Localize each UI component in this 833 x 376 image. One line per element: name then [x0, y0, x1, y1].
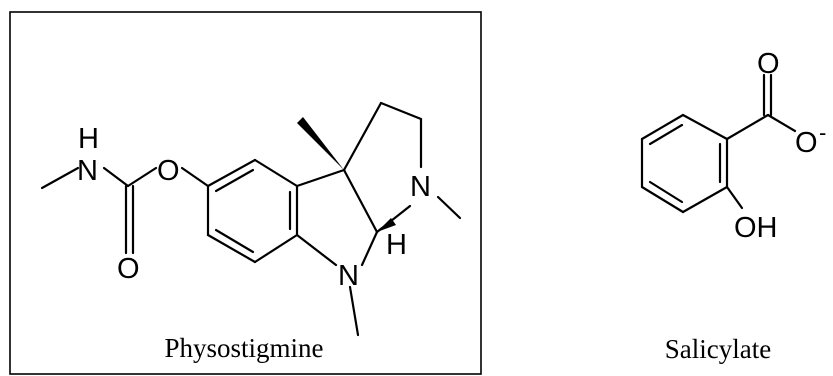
salicylate-benzene-ring: [640, 113, 729, 214]
physostigmine-caption: Physostigmine: [164, 333, 323, 363]
hydroxyl-label: OH: [734, 212, 778, 244]
pyrrolidine-nitrogen-label: N: [410, 171, 431, 203]
salicylate-caption: Salicylate: [665, 334, 771, 364]
physostigmine-figure: H N O O N N H Physostigmine: [9, 11, 482, 375]
indoline-nitrogen-label: N: [338, 260, 359, 292]
methyl-wedge-bond: [297, 117, 344, 170]
carboxylate-oxygen-label: O: [795, 127, 818, 159]
ester-oxygen-label: O: [157, 155, 180, 187]
hydrogen-wedge-bond: [377, 218, 396, 232]
carboxylate-group: [725, 73, 797, 141]
amide-nitrogen-label: N: [77, 155, 98, 187]
hydroxyl-bond: [725, 185, 744, 210]
salicylate-carbonyl-oxygen-label: O: [757, 48, 780, 80]
salicylate-figure: O O - OH Salicylate: [640, 48, 826, 364]
pyrroloindoline-rings: [295, 101, 462, 337]
benzene-ring: [206, 158, 299, 264]
carbamate-group: [40, 166, 210, 255]
amide-hydrogen-label: H: [78, 123, 99, 155]
carbonyl-oxygen-label: O: [117, 253, 140, 285]
negative-charge-label: -: [819, 120, 826, 145]
stereo-hydrogen-label: H: [386, 229, 407, 261]
physostigmine-frame: [9, 11, 482, 375]
